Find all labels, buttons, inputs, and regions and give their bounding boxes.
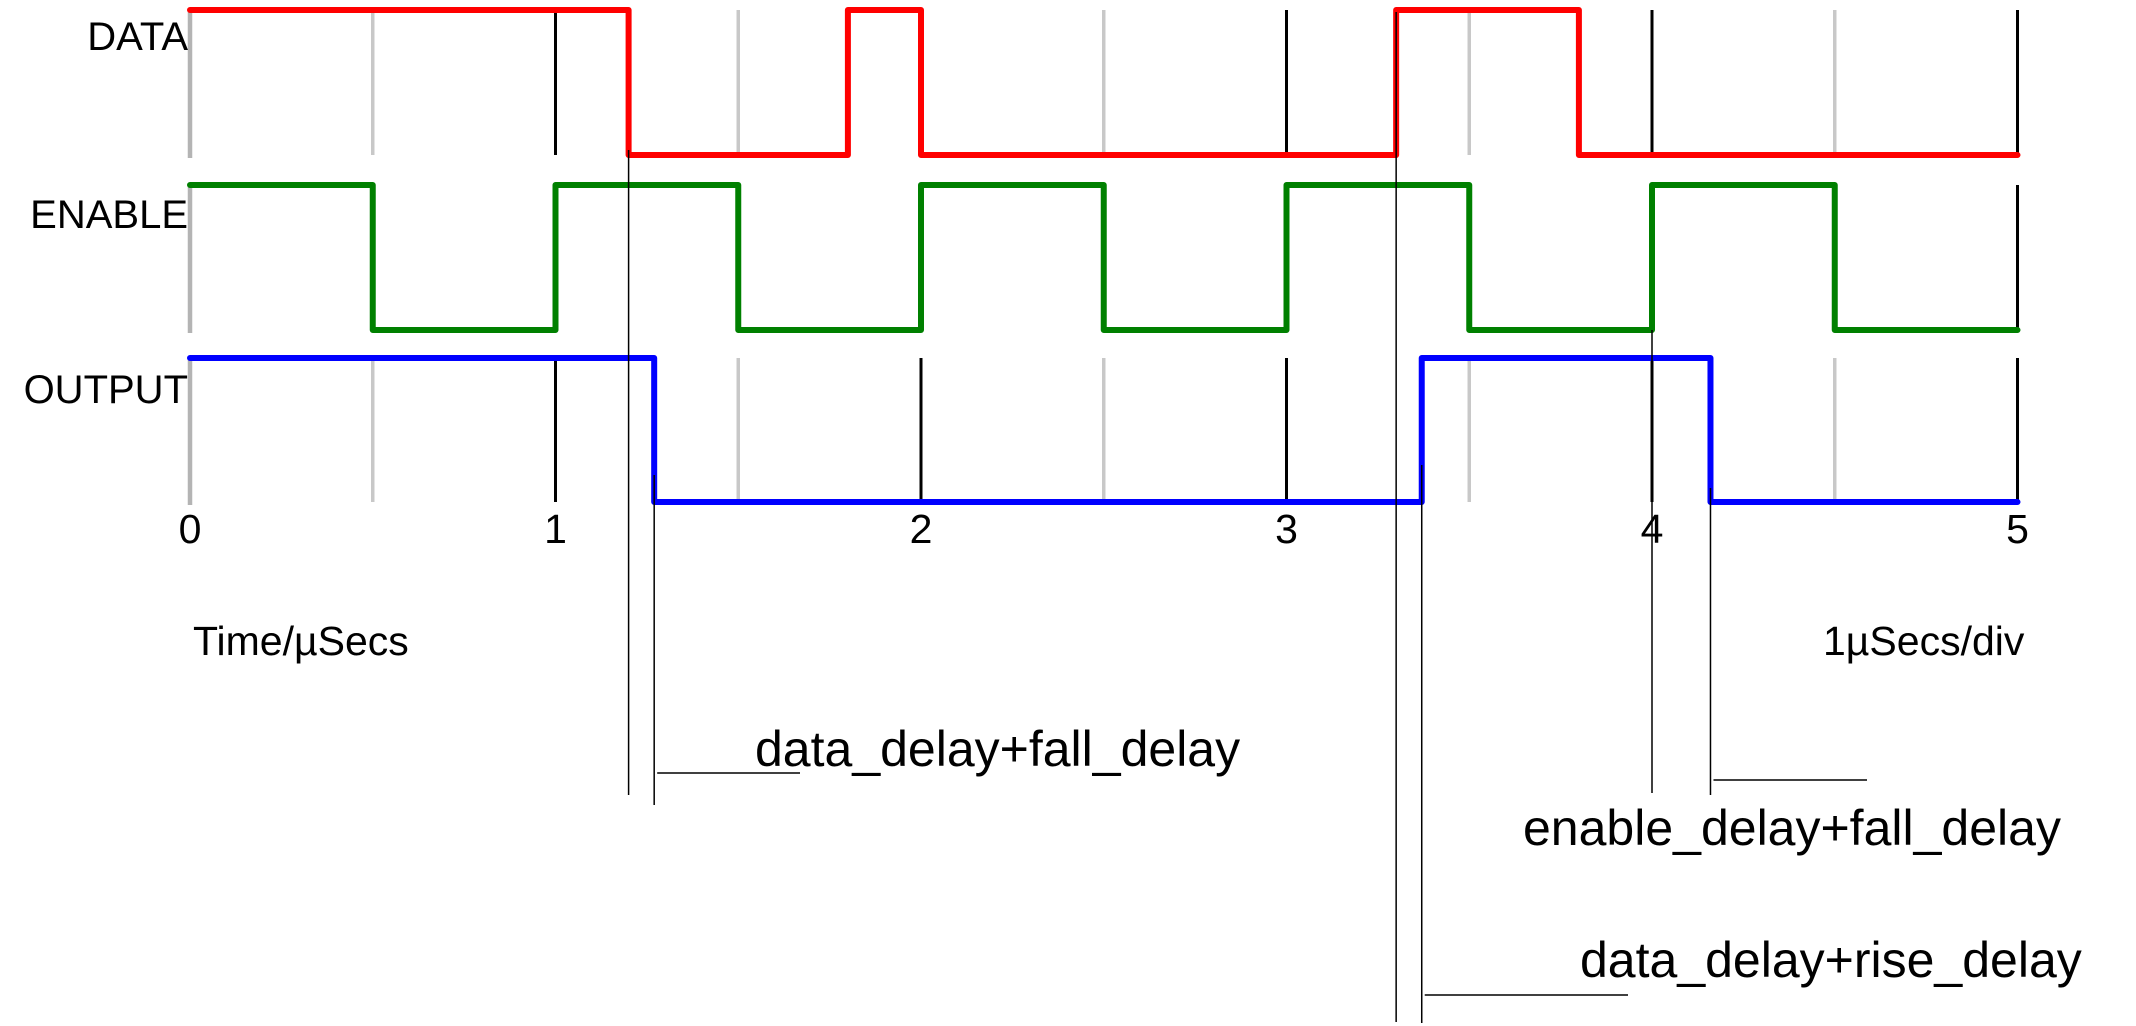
annotation-label-enable-fall-delay: enable_delay+fall_delay <box>1523 800 2061 856</box>
x-tick-label: 2 <box>910 506 933 552</box>
annotation-label-data-rise-delay: data_delay+rise_delay <box>1580 932 2082 988</box>
x-tick-label: 3 <box>1275 506 1298 552</box>
waveforms <box>187 7 2021 505</box>
x-tick-label: 5 <box>2006 506 2029 552</box>
annotation-label-data-fall-delay: data_delay+fall_delay <box>755 721 1240 777</box>
x-axis-tick-labels: 0 1 2 3 4 5 <box>179 506 2029 552</box>
x-axis-scale-note: 1µSecs/div <box>1823 618 2025 664</box>
x-tick-label: 1 <box>544 506 567 552</box>
waveform-output <box>187 355 2021 505</box>
waveform-data <box>187 7 2021 158</box>
x-tick-label: 4 <box>1641 506 1664 552</box>
signal-label-data: DATA <box>87 15 188 59</box>
x-axis-label: Time/µSecs <box>193 618 409 664</box>
delay-marker-lines <box>627 12 1867 1023</box>
signal-label-output: OUTPUT <box>24 368 188 412</box>
signal-label-enable: ENABLE <box>30 193 188 237</box>
waveform-enable <box>187 182 2021 333</box>
x-tick-label: 0 <box>179 506 202 552</box>
